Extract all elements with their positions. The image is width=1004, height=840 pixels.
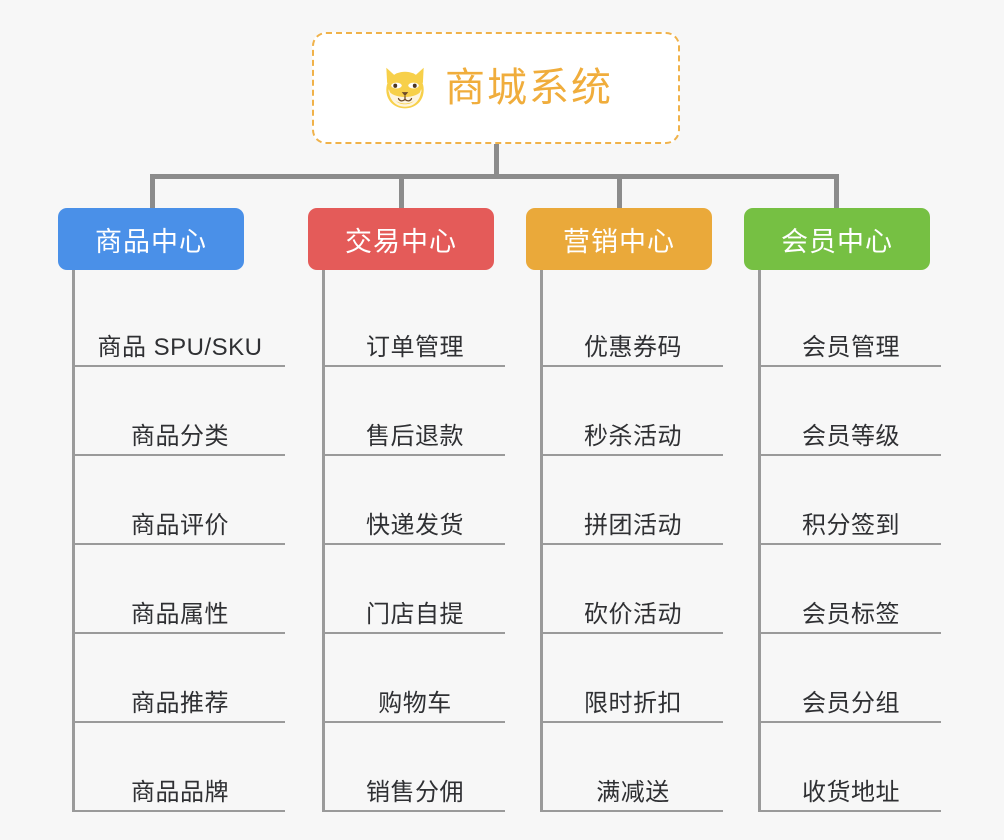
leaf-item[interactable]: 销售分佣 [325,723,505,812]
leaf-item[interactable]: 商品 SPU/SKU [75,274,285,367]
leaf-label: 积分签到 [802,511,900,539]
leaf-item[interactable]: 优惠券码 [543,274,723,367]
leaf-label: 限时折扣 [584,689,682,717]
leaf-label: 优惠券码 [584,333,682,361]
connector-drop-2 [399,174,404,210]
leaf-item[interactable]: 会员等级 [761,367,941,456]
leaf-item[interactable]: 购物车 [325,634,505,723]
shiba-dog-face-icon [379,62,431,114]
leaf-label: 售后退款 [366,422,464,450]
leaf-label: 砍价活动 [584,600,682,628]
root-node[interactable]: 商城系统 [312,32,680,144]
leaf-label: 销售分佣 [366,778,464,806]
branch-header-1[interactable]: 商品中心 [58,208,244,270]
leaf-label: 快递发货 [366,511,464,539]
root-title: 商城系统 [445,66,613,110]
leaf-label: 商品分类 [131,422,229,450]
leaf-item[interactable]: 会员管理 [761,274,941,367]
leaf-item[interactable]: 订单管理 [325,274,505,367]
branch-header-label-3: 营销中心 [563,226,675,257]
branch-member-center: 会员中心 会员管理 会员等级 积分签到 会员标签 会员分组 收货地址 [744,208,956,812]
branch-header-label-2: 交易中心 [345,226,457,257]
leaf-label: 收货地址 [802,778,900,806]
leaf-item[interactable]: 售后退款 [325,367,505,456]
leaf-list-1: 商品 SPU/SKU 商品分类 商品评价 商品属性 商品推荐 商品品牌 [72,270,288,812]
connector-horizontal-bar [150,174,839,179]
leaf-label: 会员等级 [802,422,900,450]
leaf-label: 满减送 [596,778,670,806]
leaf-item[interactable]: 积分签到 [761,456,941,545]
branch-header-3[interactable]: 营销中心 [526,208,712,270]
leaf-label: 秒杀活动 [584,422,682,450]
connector-drop-3 [617,174,622,210]
connector-drop-4 [834,174,839,210]
branch-header-label-1: 商品中心 [95,226,207,257]
leaf-label: 会员标签 [802,600,900,628]
leaf-label: 商品 SPU/SKU [97,333,263,361]
leaf-item[interactable]: 商品推荐 [75,634,285,723]
leaf-item[interactable]: 门店自提 [325,545,505,634]
leaf-item[interactable]: 限时折扣 [543,634,723,723]
leaf-item[interactable]: 商品评价 [75,456,285,545]
leaf-item[interactable]: 会员分组 [761,634,941,723]
leaf-list-3: 优惠券码 秒杀活动 拼团活动 砍价活动 限时折扣 满减送 [540,270,738,812]
branch-header-4[interactable]: 会员中心 [744,208,930,270]
branch-trade-center: 交易中心 订单管理 售后退款 快递发货 门店自提 购物车 销售分佣 [308,208,520,812]
connector-root-stem [494,144,499,178]
leaf-label: 购物车 [378,689,452,717]
leaf-item[interactable]: 收货地址 [761,723,941,812]
leaf-label: 订单管理 [366,333,464,361]
leaf-label: 会员分组 [802,689,900,717]
leaf-label: 商品推荐 [131,689,229,717]
branch-header-2[interactable]: 交易中心 [308,208,494,270]
leaf-label: 商品属性 [131,600,229,628]
branch-marketing-center: 营销中心 优惠券码 秒杀活动 拼团活动 砍价活动 限时折扣 满减送 [526,208,738,812]
leaf-item[interactable]: 拼团活动 [543,456,723,545]
leaf-label: 门店自提 [366,600,464,628]
branch-product-center: 商品中心 商品 SPU/SKU 商品分类 商品评价 商品属性 商品推荐 商品品牌 [58,208,288,812]
leaf-list-2: 订单管理 售后退款 快递发货 门店自提 购物车 销售分佣 [322,270,520,812]
leaf-label: 商品评价 [131,511,229,539]
connector-drop-1 [150,174,155,210]
branch-header-label-4: 会员中心 [781,226,893,257]
leaf-item[interactable]: 商品属性 [75,545,285,634]
leaf-item[interactable]: 满减送 [543,723,723,812]
leaf-label: 会员管理 [802,333,900,361]
leaf-item[interactable]: 商品分类 [75,367,285,456]
leaf-item[interactable]: 会员标签 [761,545,941,634]
leaf-label: 拼团活动 [584,511,682,539]
leaf-item[interactable]: 砍价活动 [543,545,723,634]
leaf-list-4: 会员管理 会员等级 积分签到 会员标签 会员分组 收货地址 [758,270,956,812]
leaf-item[interactable]: 快递发货 [325,456,505,545]
leaf-item[interactable]: 秒杀活动 [543,367,723,456]
leaf-label: 商品品牌 [131,778,229,806]
leaf-item[interactable]: 商品品牌 [75,723,285,812]
